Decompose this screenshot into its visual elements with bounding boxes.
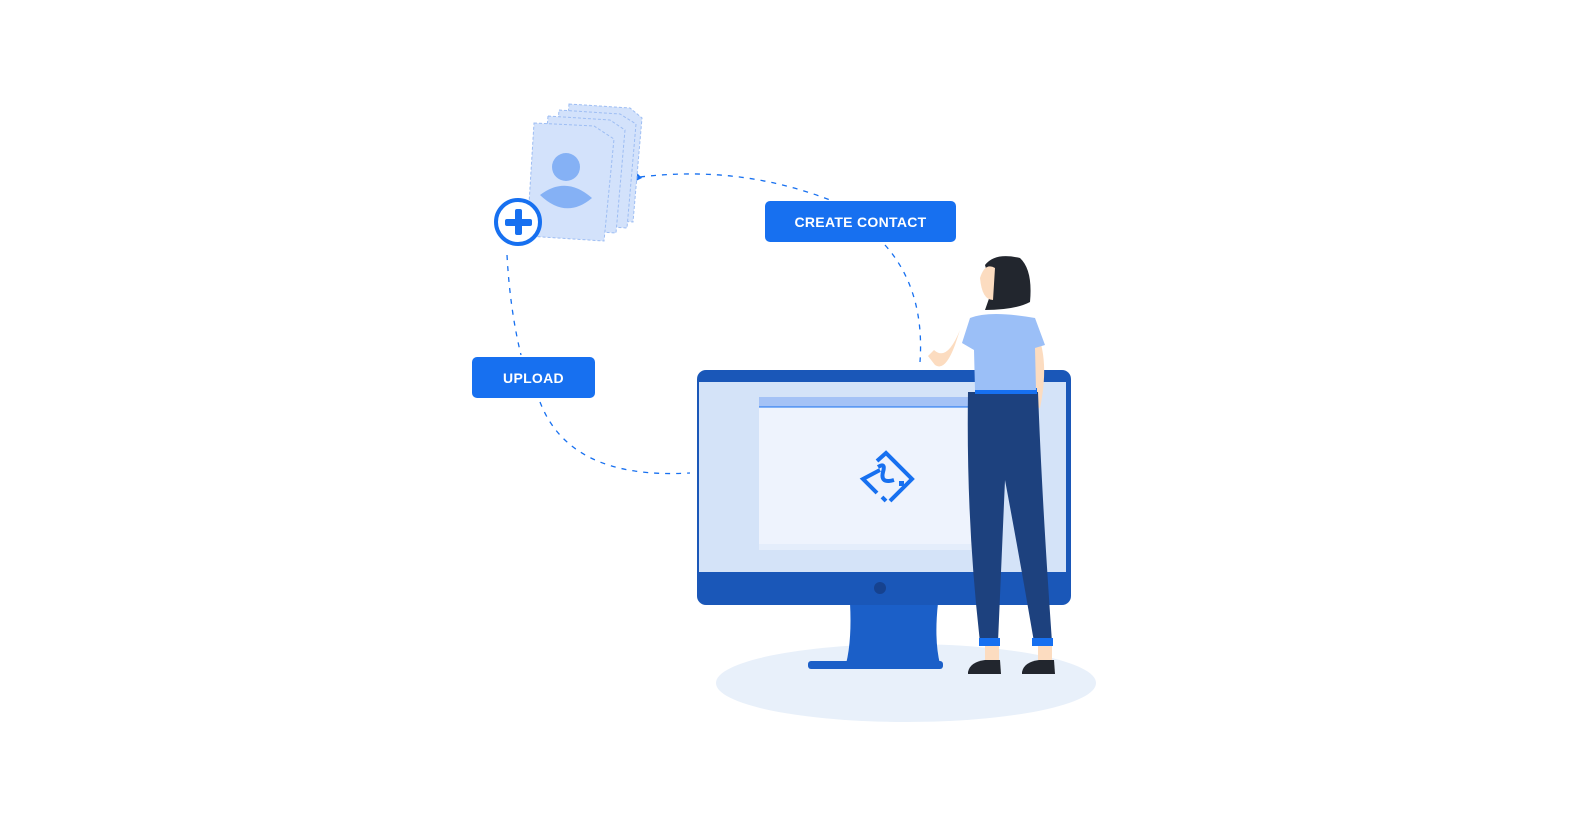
avatar-body-icon — [540, 185, 592, 209]
add-circle-icon — [494, 198, 542, 246]
upload-button[interactable]: UPLOAD — [472, 357, 595, 398]
woman-figure — [928, 256, 1055, 674]
contact-cards-icon — [526, 103, 643, 242]
dashed-connectors — [506, 173, 922, 475]
create-contact-button[interactable]: CREATE CONTACT — [765, 201, 956, 242]
app-logo-icon — [859, 450, 915, 503]
avatar-head-icon — [552, 153, 580, 181]
